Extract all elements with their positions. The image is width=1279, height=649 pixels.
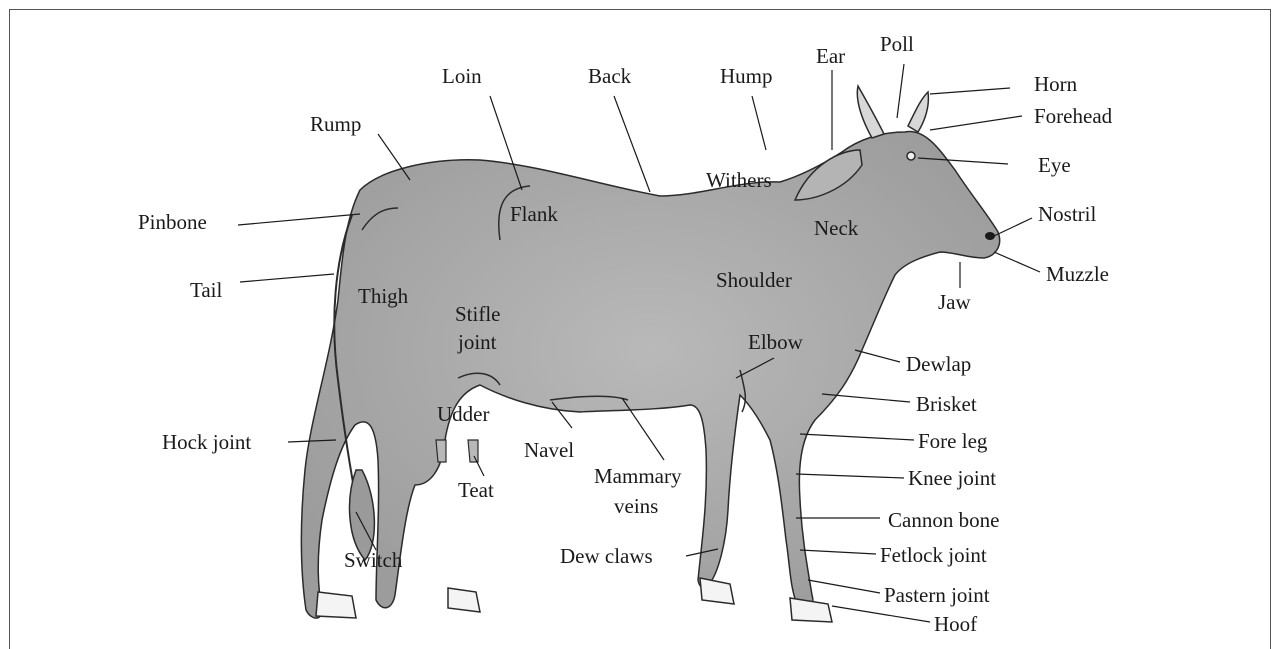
label-navel: Navel bbox=[524, 438, 574, 462]
label-dew-claws: Dew claws bbox=[560, 544, 653, 568]
nostril-shape bbox=[985, 232, 995, 240]
label-stifle-joint-1: Stifle bbox=[455, 302, 501, 326]
label-stifle-joint-2: joint bbox=[458, 330, 497, 354]
label-withers: Withers bbox=[706, 168, 772, 192]
teat-shape-1 bbox=[436, 440, 446, 462]
label-neck: Neck bbox=[814, 216, 858, 240]
label-pastern-joint: Pastern joint bbox=[884, 583, 990, 607]
label-rump: Rump bbox=[310, 112, 361, 136]
hoof-shape-3 bbox=[700, 578, 734, 604]
label-switch: Switch bbox=[344, 548, 402, 572]
label-thigh: Thigh bbox=[358, 284, 408, 308]
leader-poll bbox=[897, 64, 904, 118]
label-mammary-veins-2: veins bbox=[614, 494, 658, 518]
hoof-shape-2 bbox=[448, 588, 480, 612]
label-elbow: Elbow bbox=[748, 330, 803, 354]
label-mammary-veins-1: Mammary bbox=[594, 464, 681, 488]
label-eye: Eye bbox=[1038, 153, 1071, 177]
label-forehead: Forehead bbox=[1034, 104, 1112, 128]
teat-shape-2 bbox=[468, 440, 478, 462]
leader-fore-leg bbox=[800, 434, 914, 440]
label-hoof: Hoof bbox=[934, 612, 977, 636]
hoof-shape-4 bbox=[790, 598, 832, 622]
leader-back bbox=[614, 96, 650, 192]
leader-hump bbox=[752, 96, 766, 150]
label-dewlap: Dewlap bbox=[906, 352, 971, 376]
label-flank: Flank bbox=[510, 202, 558, 226]
leader-horn bbox=[930, 88, 1010, 94]
label-tail: Tail bbox=[190, 278, 222, 302]
label-hock-joint: Hock joint bbox=[162, 430, 251, 454]
label-ear: Ear bbox=[816, 44, 845, 68]
label-poll: Poll bbox=[880, 32, 914, 56]
label-back: Back bbox=[588, 64, 631, 88]
label-teat: Teat bbox=[458, 478, 494, 502]
label-fetlock-joint: Fetlock joint bbox=[880, 543, 987, 567]
leader-hoof bbox=[832, 606, 930, 622]
leader-pinbone bbox=[238, 214, 360, 225]
leader-forehead bbox=[930, 116, 1022, 130]
leader-teat bbox=[474, 456, 484, 476]
leader-knee bbox=[796, 474, 904, 478]
label-shoulder: Shoulder bbox=[716, 268, 792, 292]
leader-tail bbox=[240, 274, 334, 282]
tail-switch-shape bbox=[350, 470, 375, 560]
horn-left bbox=[857, 86, 884, 138]
hoof-shape-1 bbox=[316, 592, 356, 618]
leader-pastern bbox=[808, 580, 880, 593]
label-jaw: Jaw bbox=[938, 290, 971, 314]
label-pinbone: Pinbone bbox=[138, 210, 207, 234]
label-loin: Loin bbox=[442, 64, 482, 88]
eye-shape bbox=[907, 152, 915, 160]
leader-dewlap bbox=[855, 350, 900, 362]
label-fore-leg: Fore leg bbox=[918, 429, 987, 453]
label-brisket: Brisket bbox=[916, 392, 977, 416]
label-cannon-bone: Cannon bone bbox=[888, 508, 999, 532]
leader-nostril bbox=[994, 218, 1032, 236]
label-muzzle: Muzzle bbox=[1046, 262, 1109, 286]
label-udder: Udder bbox=[437, 402, 489, 426]
label-hump: Hump bbox=[720, 64, 773, 88]
horn-right bbox=[908, 92, 928, 132]
label-nostril: Nostril bbox=[1038, 202, 1096, 226]
leader-muzzle bbox=[994, 252, 1040, 272]
leader-fetlock bbox=[800, 550, 876, 554]
label-horn: Horn bbox=[1034, 72, 1077, 96]
label-knee-joint: Knee joint bbox=[908, 466, 996, 490]
